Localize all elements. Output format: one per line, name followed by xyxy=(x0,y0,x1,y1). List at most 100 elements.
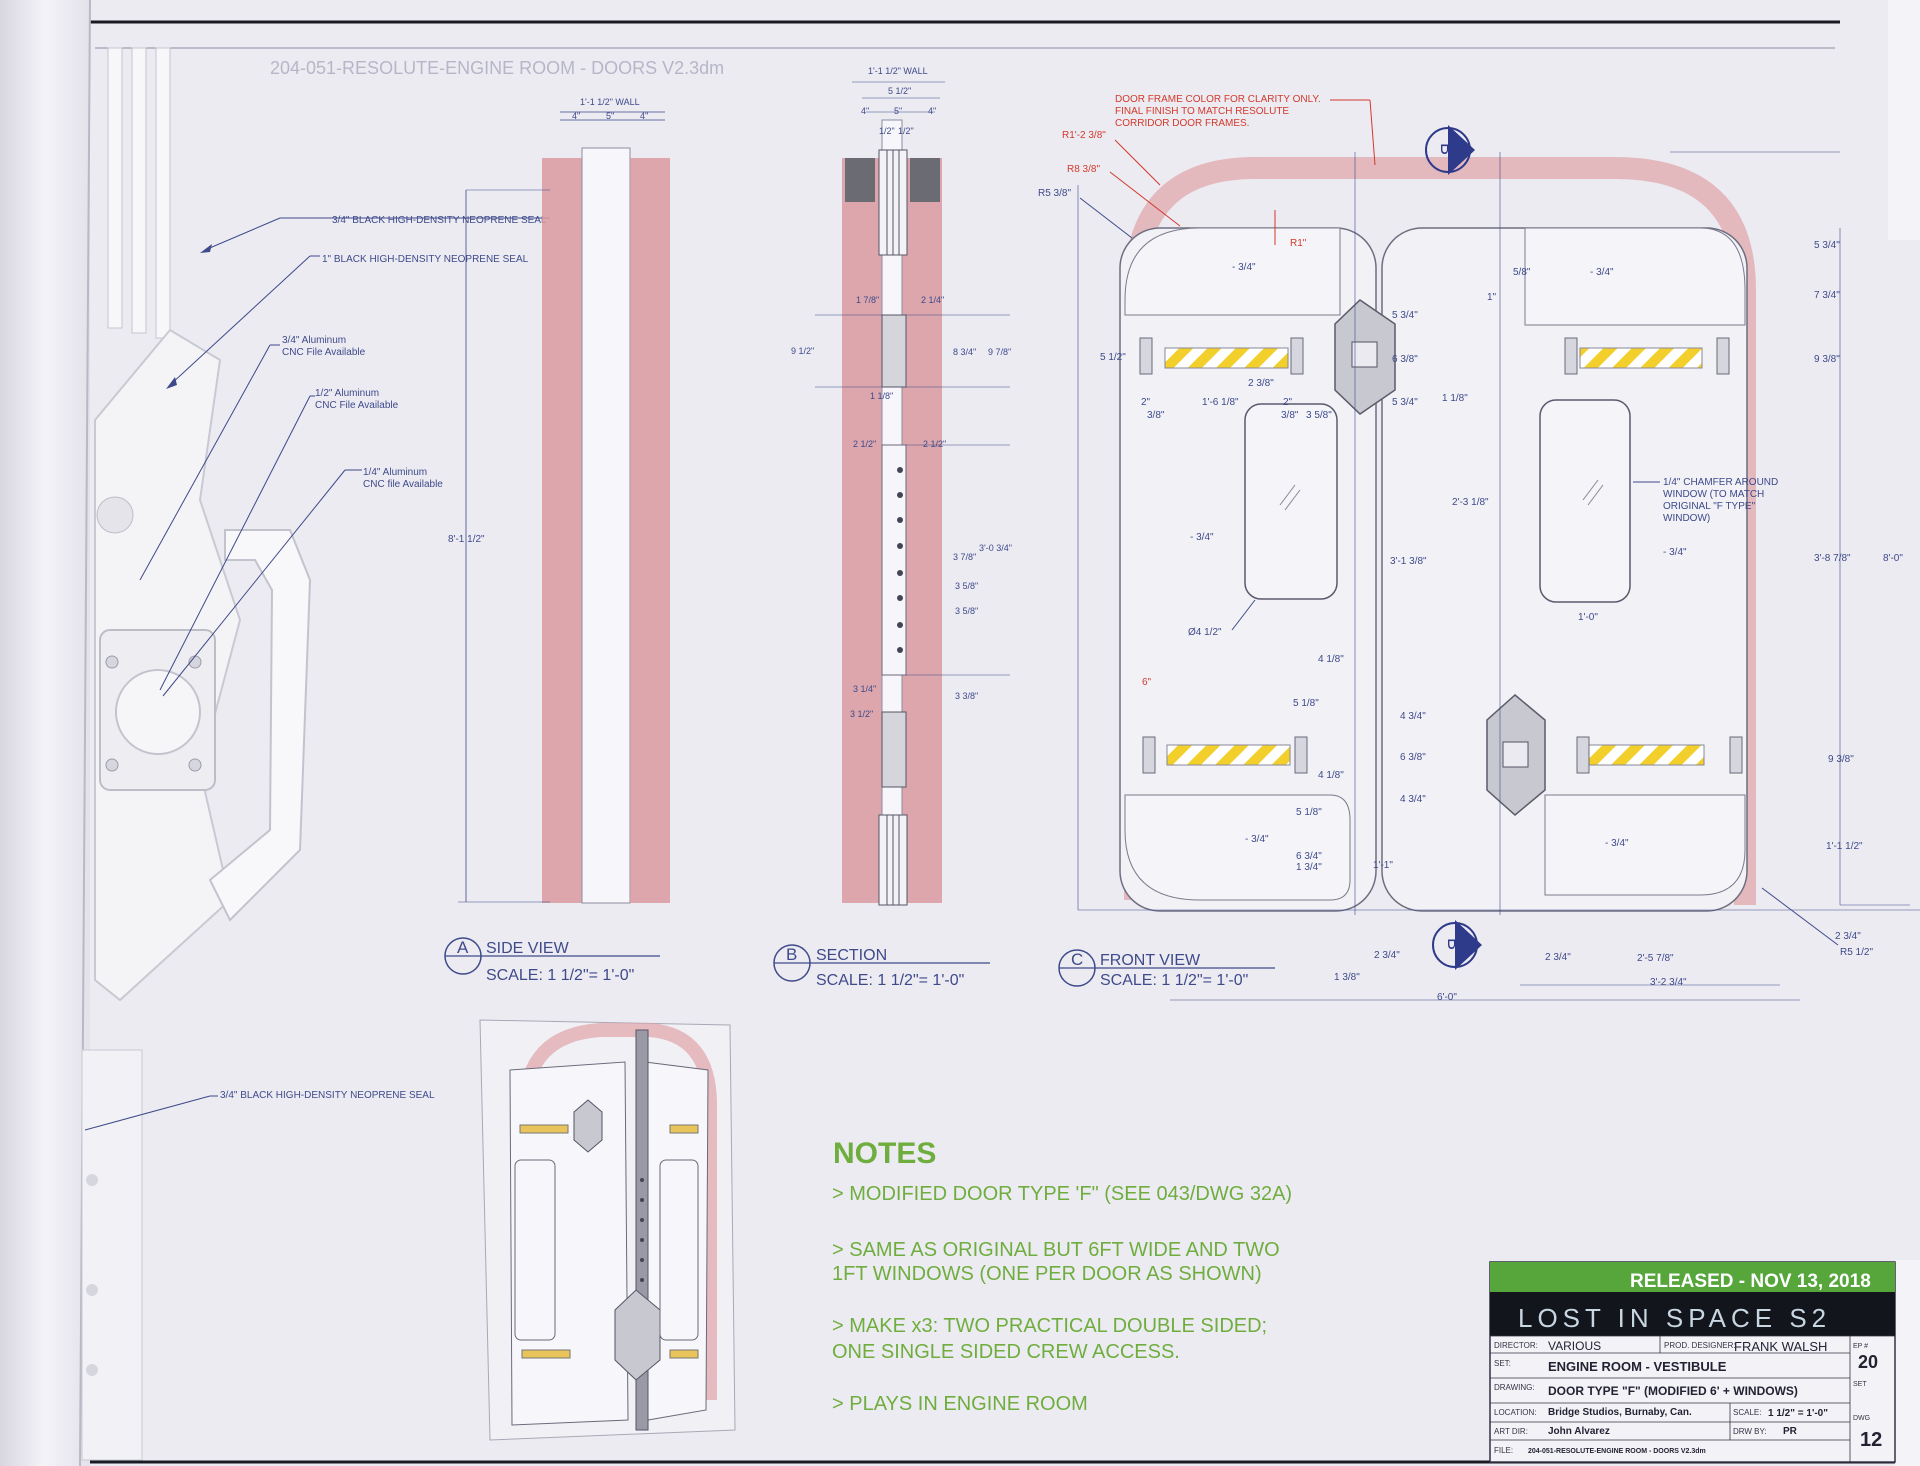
section-marker-top: B xyxy=(1425,125,1475,175)
rolled-paper-right-bottom xyxy=(1895,1260,1920,1466)
section-dim-178: 1 7/8" xyxy=(856,295,879,305)
front-frame-outline xyxy=(1124,157,1756,905)
front-chamfer-2: WINDOW (TO MATCH xyxy=(1663,489,1764,500)
front-dim-418b: 4 1/8" xyxy=(1318,770,1344,781)
note-3a: > MAKE x3: TWO PRACTICAL DOUBLE SIDED; xyxy=(832,1315,1267,1337)
front-dim-434b: 4 3/4" xyxy=(1400,794,1426,805)
front-view-scale: SCALE: 1 1/2"= 1'-0" xyxy=(1100,972,1248,989)
callout-alu-12-b: CNC File Available xyxy=(315,400,399,411)
tb-director-label: DIRECTOR: xyxy=(1494,1341,1538,1350)
released-text: RELEASED - NOV 13, 2018 xyxy=(1630,1271,1871,1292)
section-dim-912: 9 1/2" xyxy=(791,346,814,356)
front-dim-418a: 4 1/8" xyxy=(1318,654,1344,665)
front-dim-m34d: - 3/4" xyxy=(1663,547,1687,558)
front-dim-2318: 2'-3 1/8" xyxy=(1452,497,1489,508)
front-dim-1112: 1'-1 1/2" xyxy=(1826,841,1863,852)
callout-alu-14-a: 1/4" Aluminum xyxy=(363,467,427,478)
section-dim-214: 2 1/4" xyxy=(921,295,944,305)
front-dim-2b: 2" xyxy=(1283,397,1293,408)
svg-text:B: B xyxy=(1437,143,1457,155)
note-2a: > SAME AS ORIGINAL BUT 6FT WIDE AND TWO xyxy=(832,1239,1280,1261)
front-dim-358: 3 5/8" xyxy=(1306,410,1332,421)
hazard-stripe-left-bottom xyxy=(1166,744,1291,766)
front-radius-838: R8 3/8" xyxy=(1067,164,1100,175)
front-dim-m34a: - 3/4" xyxy=(1232,262,1256,273)
callout-alu-34-a: 3/4" Aluminum xyxy=(282,335,346,346)
section-dim-118: 1 1/8" xyxy=(870,391,893,401)
front-dim-m34b: - 3/4" xyxy=(1590,267,1614,278)
front-dim-1618: 1'-6 1/8" xyxy=(1202,397,1239,408)
front-dim-2578: 2'-5 7/8" xyxy=(1637,953,1674,964)
rolled-paper-left xyxy=(0,0,90,1466)
section-dim-12a: 1/2" xyxy=(879,126,895,136)
section-dim-4b: 4" xyxy=(928,106,936,116)
front-dim-938b: 9 3/8" xyxy=(1828,754,1854,765)
front-dim-38a: 3/8" xyxy=(1147,410,1165,421)
front-dim-434a: 4 3/4" xyxy=(1400,711,1426,722)
front-dim-234b: 2 3/4" xyxy=(1545,952,1571,963)
front-radius-512: R5 1/2" xyxy=(1840,947,1873,958)
notes-block: NOTES > MODIFIED DOOR TYPE 'F" (SEE 043/… xyxy=(832,1137,1292,1415)
section-dim-358a: 3 5/8" xyxy=(955,581,978,591)
section-dim-4a: 4" xyxy=(861,106,869,116)
front-dim-1: 1" xyxy=(1487,292,1497,303)
show-logo: LOST IN SPACE S2 xyxy=(1518,1303,1831,1333)
front-dim-11: 1'-1" xyxy=(1373,860,1393,871)
door-render-isometric xyxy=(479,1019,736,1441)
section-dim-312: 3 1/2" xyxy=(850,709,873,719)
front-dim-234a: 2 3/4" xyxy=(1374,950,1400,961)
front-view-title: FRONT VIEW xyxy=(1100,952,1201,969)
note-3b: ONE SINGLE SIDED CREW ACCESS. xyxy=(832,1341,1180,1363)
section-dim-358b: 3 5/8" xyxy=(955,606,978,616)
side-dim-5: 5" xyxy=(606,111,614,121)
hazard-stripe-right-top xyxy=(1579,347,1703,369)
front-dim-638b: 6 3/8" xyxy=(1400,752,1426,763)
notes-heading: NOTES xyxy=(833,1137,936,1170)
section-marker-bottom: B xyxy=(1432,920,1482,970)
file-header: 204-051-RESOLUTE-ENGINE ROOM - DOORS V2.… xyxy=(270,58,724,78)
tb-drawing: DOOR TYPE "F" (MODIFIED 6' + WINDOWS) xyxy=(1548,1384,1798,1398)
front-dim-38b: 3/8" xyxy=(1281,410,1299,421)
front-dim-60: 6'-0" xyxy=(1437,992,1457,1003)
front-dim-3138: 3'-1 3/8" xyxy=(1390,556,1427,567)
tb-drawnby-label: DRW BY: xyxy=(1733,1427,1767,1436)
front-dim-1118: 1 1/8" xyxy=(1442,393,1468,404)
note-2b: 1FT WINDOWS (ONE PER DOOR AS SHOWN) xyxy=(832,1263,1262,1285)
front-dim-3234: 3'-2 3/4" xyxy=(1650,977,1687,988)
tb-set-label: SET: xyxy=(1494,1359,1511,1368)
front-dim-938a: 9 3/8" xyxy=(1814,354,1840,365)
front-dim-638: 6 3/8" xyxy=(1392,354,1418,365)
front-dim-534b: 5 3/4" xyxy=(1392,397,1418,408)
tb-location-label: LOCATION: xyxy=(1494,1408,1537,1417)
side-seal-right xyxy=(630,158,670,903)
callout-seal-34: 3/4" BLACK HIGH-DENSITY NEOPRENE SEAL xyxy=(332,215,547,226)
front-dim-3878: 3'-8 7/8" xyxy=(1814,553,1851,564)
front-chamfer-4: WINDOW) xyxy=(1663,513,1710,524)
section-dim-978: 9 7/8" xyxy=(988,347,1011,357)
section-dim-212b: 2 1/2" xyxy=(923,439,946,449)
section-view-scale: SCALE: 1 1/2"= 1'-0" xyxy=(816,972,964,989)
released-banner xyxy=(1490,1262,1895,1292)
front-radius-1: R1" xyxy=(1290,238,1307,249)
tb-designer: FRANK WALSH xyxy=(1734,1339,1827,1354)
note-4: > PLAYS IN ENGINE ROOM xyxy=(832,1393,1088,1415)
svg-text:B: B xyxy=(1444,938,1464,950)
tb-set: ENGINE ROOM - VESTIBULE xyxy=(1548,1359,1727,1374)
front-dim-6: 6" xyxy=(1142,677,1152,688)
callouts-left: 3/4" BLACK HIGH-DENSITY NEOPRENE SEAL 1"… xyxy=(84,215,550,1131)
front-dim-534c: 5 3/4" xyxy=(1814,240,1840,251)
front-dim-10: 1'-0" xyxy=(1578,612,1598,623)
section-dim-378: 3 7/8" xyxy=(953,552,976,562)
callout-seal-1: 1" BLACK HIGH-DENSITY NEOPRENE SEAL xyxy=(322,254,529,265)
render-detail-left xyxy=(81,47,312,1461)
side-seal-left xyxy=(542,158,582,903)
section-bolts xyxy=(897,467,903,653)
show-logo-band xyxy=(1490,1292,1895,1336)
tb-drawnby: PR xyxy=(1783,1426,1798,1437)
front-dim-dia412: Ø4 1/2" xyxy=(1188,627,1222,638)
front-dim-518b: 5 1/8" xyxy=(1296,807,1322,818)
tb-artdir-label: ART DIR: xyxy=(1494,1427,1528,1436)
section-dim-314: 3 1/4" xyxy=(853,684,876,694)
hazard-stripe-right-bottom xyxy=(1579,744,1705,766)
front-dim-518a: 5 1/8" xyxy=(1293,698,1319,709)
